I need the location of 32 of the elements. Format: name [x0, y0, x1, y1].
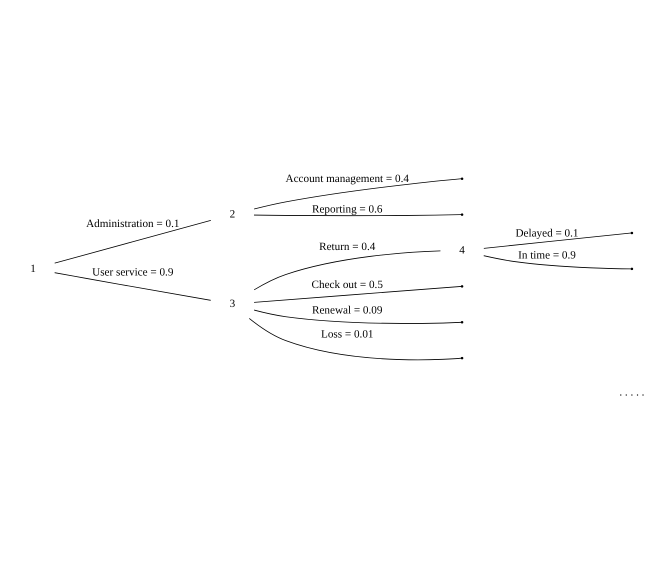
node-point	[630, 231, 634, 234]
edge-label: Return = 0.4	[319, 240, 376, 252]
connector	[54, 272, 212, 300]
node-text: 2	[230, 208, 236, 220]
edge-label: Administration = 0.1	[86, 217, 180, 230]
node-point	[460, 320, 464, 324]
node-text: 4	[459, 244, 465, 256]
connector	[254, 214, 462, 216]
edge-label: Reporting = 0.6	[312, 202, 382, 215]
connector	[254, 309, 462, 324]
connector	[54, 219, 212, 264]
edge-label: Check out = 0.5	[312, 278, 383, 291]
node-text: 3	[230, 297, 236, 310]
connector	[254, 178, 462, 209]
node-point	[460, 177, 464, 180]
node-point	[460, 356, 464, 359]
connector	[248, 318, 462, 360]
edge-label: Loss = 0.01	[321, 328, 374, 340]
edge-label: Account management = 0.4	[286, 172, 409, 185]
connector	[254, 286, 462, 302]
node-point	[460, 284, 464, 288]
edge-label: Renewal = 0.09	[312, 304, 382, 316]
node-point	[630, 267, 634, 270]
connector	[483, 232, 632, 248]
edge-label: In time = 0.9	[518, 249, 576, 262]
edge-label: User service = 0.9	[92, 266, 174, 278]
node-point	[460, 212, 464, 216]
label: . . . . .	[619, 386, 644, 398]
connector	[254, 250, 441, 290]
connector	[483, 254, 632, 269]
node-text: 1	[30, 262, 36, 274]
edge-label: Delayed = 0.1	[515, 226, 578, 239]
